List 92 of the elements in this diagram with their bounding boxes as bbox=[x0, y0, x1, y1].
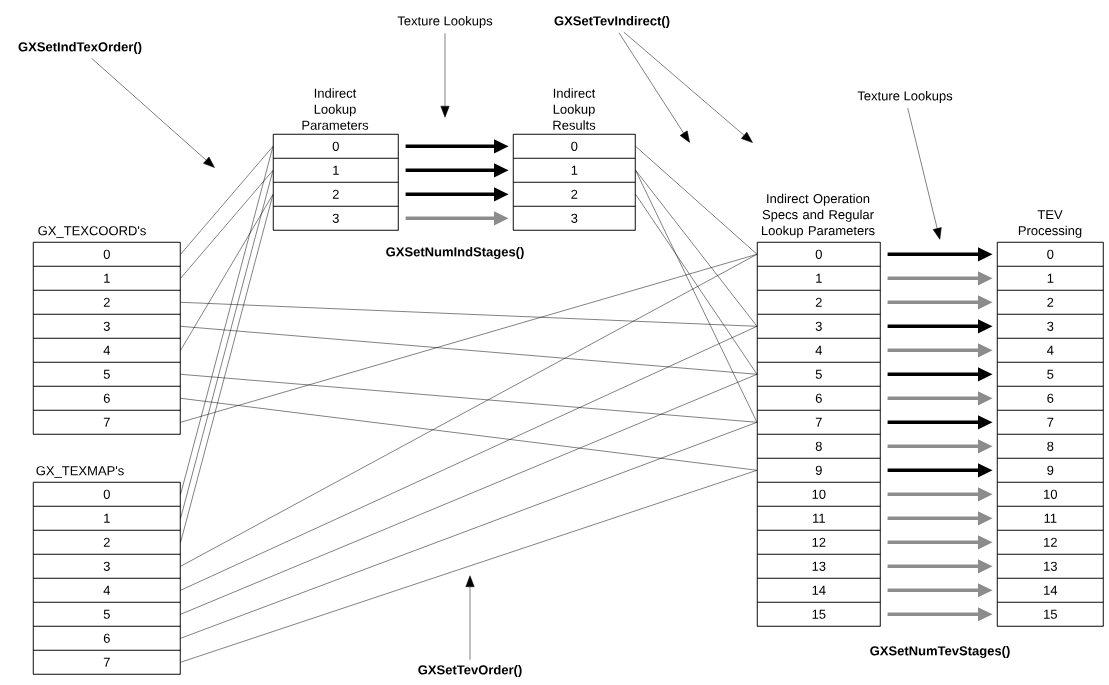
connector-line bbox=[180, 170, 274, 279]
connector-line bbox=[635, 146, 758, 255]
table-cell: 0 bbox=[33, 242, 181, 267]
arrow bbox=[623, 31, 753, 143]
table-cell: 2 bbox=[33, 290, 181, 315]
table-cell: 9 bbox=[757, 458, 881, 483]
connector-line bbox=[180, 254, 758, 423]
table-cell: 0 bbox=[757, 242, 881, 267]
table-cell: 4 bbox=[33, 338, 181, 363]
connector-line bbox=[635, 170, 758, 327]
function-label: GXSetNumIndStages() bbox=[386, 246, 524, 260]
table-cell: 7 bbox=[997, 410, 1104, 435]
table-cell: 5 bbox=[997, 362, 1104, 387]
connector-line bbox=[180, 302, 758, 327]
connector-line bbox=[180, 326, 758, 591]
table-cell: 4 bbox=[757, 338, 881, 363]
table-cell: 15 bbox=[757, 602, 881, 627]
table-cell: 6 bbox=[33, 386, 181, 411]
table-cell: 1 bbox=[513, 158, 636, 183]
connector-line bbox=[635, 194, 758, 375]
table-cell: 3 bbox=[33, 314, 181, 339]
table-cell: 13 bbox=[997, 554, 1104, 579]
table-cell: 3 bbox=[33, 554, 181, 579]
table-cell: 10 bbox=[757, 482, 881, 507]
annotation-text: Texture Lookups bbox=[397, 15, 493, 29]
table-cell: 0 bbox=[997, 242, 1104, 267]
connector-line bbox=[180, 146, 274, 255]
table-cell: 3 bbox=[757, 314, 881, 339]
table-cell: 1 bbox=[757, 266, 881, 291]
table-cell: 1 bbox=[273, 158, 399, 183]
table-heading: GX_TEXMAP's bbox=[36, 466, 124, 478]
table-cell: 3 bbox=[997, 314, 1104, 339]
connector-line bbox=[180, 470, 758, 663]
table-cell: 1 bbox=[33, 506, 181, 531]
table-cell: 6 bbox=[997, 386, 1104, 411]
table-cell: 5 bbox=[33, 362, 181, 387]
table-cell: 4 bbox=[997, 338, 1104, 363]
table-cell: 14 bbox=[757, 578, 881, 603]
connector-line bbox=[180, 422, 758, 639]
table-cell: 7 bbox=[33, 410, 181, 435]
table-cell: 6 bbox=[33, 626, 181, 651]
table-heading: Indirect Lookup Results bbox=[553, 88, 596, 130]
connector-line bbox=[180, 374, 758, 615]
connector-line bbox=[180, 374, 758, 423]
table-cell: 0 bbox=[513, 134, 636, 159]
table-cell: 8 bbox=[997, 434, 1104, 459]
table-cell: 10 bbox=[997, 482, 1104, 507]
table-cell: 9 bbox=[997, 458, 1104, 483]
table-cell: 2 bbox=[33, 530, 181, 555]
arrow bbox=[91, 58, 215, 168]
table-cell: 12 bbox=[997, 530, 1104, 555]
connector-line bbox=[180, 326, 758, 375]
connector-line bbox=[180, 398, 758, 471]
arrow bbox=[440, 33, 450, 118]
arrow bbox=[907, 107, 942, 240]
table-cell: 7 bbox=[33, 650, 181, 675]
table-cell: 3 bbox=[513, 206, 636, 231]
table-heading: TEV Processing bbox=[1018, 210, 1082, 238]
annotation-text: GXSetTevIndirect() bbox=[554, 15, 670, 29]
table-cell: 12 bbox=[757, 530, 881, 555]
table-heading: Indirect Lookup Parameters bbox=[302, 88, 369, 130]
table-cell: 8 bbox=[757, 434, 881, 459]
connector-line bbox=[180, 194, 274, 351]
table-cell: 2 bbox=[273, 182, 399, 207]
table-cell: 2 bbox=[997, 290, 1104, 315]
table-cell: 13 bbox=[757, 554, 881, 579]
table-cell: 2 bbox=[513, 182, 636, 207]
connector-line bbox=[635, 170, 758, 423]
table-heading: GX_TEXCOORD's bbox=[38, 226, 146, 238]
annotation-text: Texture Lookups bbox=[857, 90, 953, 104]
annotation-text: GXSetIndTexOrder() bbox=[18, 41, 142, 55]
table-cell: 5 bbox=[33, 602, 181, 627]
table-cell: 11 bbox=[757, 506, 881, 531]
table-cell: 1 bbox=[997, 266, 1104, 291]
table-cell: 11 bbox=[997, 506, 1104, 531]
table-cell: 4 bbox=[33, 578, 181, 603]
table-cell: 2 bbox=[757, 290, 881, 315]
function-label: GXSetNumTevStages() bbox=[870, 645, 1010, 659]
table-cell: 15 bbox=[997, 602, 1104, 627]
annotation-text: GXSetTevOrder() bbox=[418, 664, 522, 678]
table-cell: 0 bbox=[273, 134, 399, 159]
table-heading: Indirect Operation Specs and Regular Lookup Parameters bbox=[762, 193, 875, 238]
arrow bbox=[465, 575, 475, 660]
table-cell: 14 bbox=[997, 578, 1104, 603]
table-cell: 1 bbox=[33, 266, 181, 291]
table-cell: 3 bbox=[273, 206, 399, 231]
table-cell: 0 bbox=[33, 482, 181, 507]
connector-line bbox=[180, 254, 758, 567]
table-cell: 5 bbox=[757, 362, 881, 387]
arrow bbox=[618, 32, 690, 143]
table-cell: 7 bbox=[757, 410, 881, 435]
table-cell: 6 bbox=[757, 386, 881, 411]
